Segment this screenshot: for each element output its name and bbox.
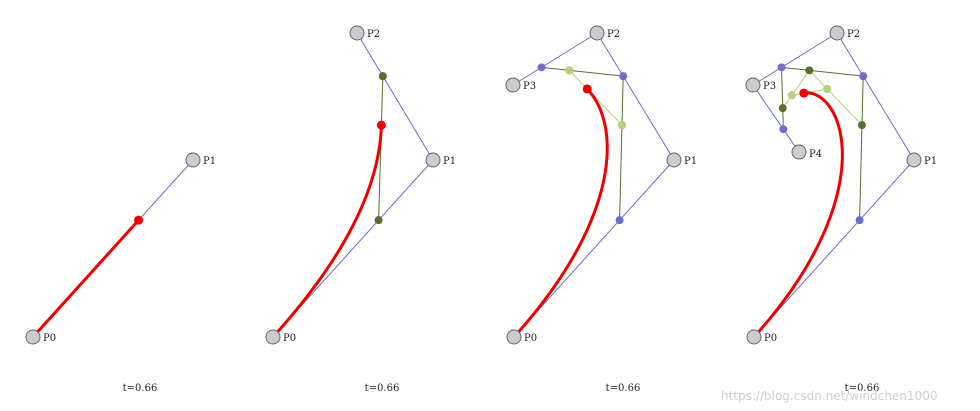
control-point-p0: [746, 329, 762, 345]
control-point-label: P3: [523, 81, 536, 92]
curve-point: [134, 215, 144, 225]
construction-point: [537, 63, 546, 72]
construction-segment: [859, 76, 864, 221]
bezier-curve: [752, 91, 844, 339]
control-point-p2: [589, 25, 605, 41]
construction-segment: [808, 69, 863, 126]
control-polygon-segment: [596, 32, 675, 161]
construction-point: [787, 91, 796, 100]
construction-point: [823, 84, 832, 93]
construction-point: [855, 216, 864, 225]
construction-point: [565, 66, 574, 75]
construction-point: [805, 66, 814, 75]
control-point-p1: [666, 152, 682, 168]
control-point-p4: [791, 144, 807, 160]
control-point-p3: [745, 77, 761, 93]
bezier-curve: [31, 218, 141, 339]
construction-segment: [619, 76, 624, 221]
control-point-p0: [506, 329, 522, 345]
control-point-p0: [265, 329, 281, 345]
construction-point: [378, 72, 387, 81]
bezier-curve: [271, 123, 383, 339]
curve-point: [799, 88, 809, 98]
t-label-quadratic: t=0.66: [365, 383, 400, 394]
panel-quadratic-bezier: P0 P1 P2: [265, 25, 456, 345]
control-point-label: P1: [684, 156, 697, 167]
control-point-p1: [906, 152, 922, 168]
curve-point: [376, 120, 386, 130]
panel-linear-bezier: P0 P1: [25, 152, 216, 345]
construction-point: [857, 121, 866, 130]
control-point-label: P3: [763, 81, 776, 92]
construction-point: [859, 72, 868, 81]
construction-segment: [782, 70, 810, 109]
construction-point: [779, 125, 788, 134]
construction-segment: [781, 67, 784, 130]
control-point-p1: [425, 152, 441, 168]
construction-point: [619, 72, 628, 81]
control-point-label: P2: [847, 29, 860, 40]
control-point-label: P0: [283, 333, 296, 344]
control-point-label: P2: [607, 29, 620, 40]
control-polygon-segment: [753, 159, 915, 338]
t-label-linear: t=0.66: [123, 383, 158, 394]
control-point-p2: [349, 25, 365, 41]
control-point-label: P4: [809, 149, 822, 160]
control-point-label: P0: [764, 333, 777, 344]
control-polygon-segment: [512, 32, 598, 86]
control-polygon-segment: [356, 32, 434, 161]
t-label-cubic: t=0.66: [606, 383, 641, 394]
control-point-label: P1: [924, 156, 937, 167]
control-polygon-segment: [752, 32, 838, 86]
bezier-curve: [512, 87, 609, 339]
construction-point: [777, 63, 786, 72]
construction-segment: [781, 66, 864, 77]
control-point-label: P1: [203, 156, 216, 167]
construction-point: [615, 216, 624, 225]
watermark: https://blog.csdn.net/windchen1000: [721, 389, 937, 403]
curve-point: [582, 84, 592, 94]
construction-point: [617, 121, 626, 130]
control-polygon-segment: [836, 32, 915, 161]
construction-segment: [541, 66, 624, 77]
control-point-p2: [829, 25, 845, 41]
control-point-label: P2: [367, 29, 380, 40]
control-point-p1: [185, 152, 201, 168]
control-polygon-segment: [752, 84, 800, 153]
control-point-label: P0: [43, 333, 56, 344]
construction-point: [374, 216, 383, 225]
construction-point: [778, 104, 787, 113]
control-point-label: P0: [524, 333, 537, 344]
control-point-label: P1: [443, 156, 456, 167]
control-point-p3: [505, 77, 521, 93]
control-point-p0: [25, 329, 41, 345]
t-label-quartic: t=0.66: [845, 383, 880, 394]
